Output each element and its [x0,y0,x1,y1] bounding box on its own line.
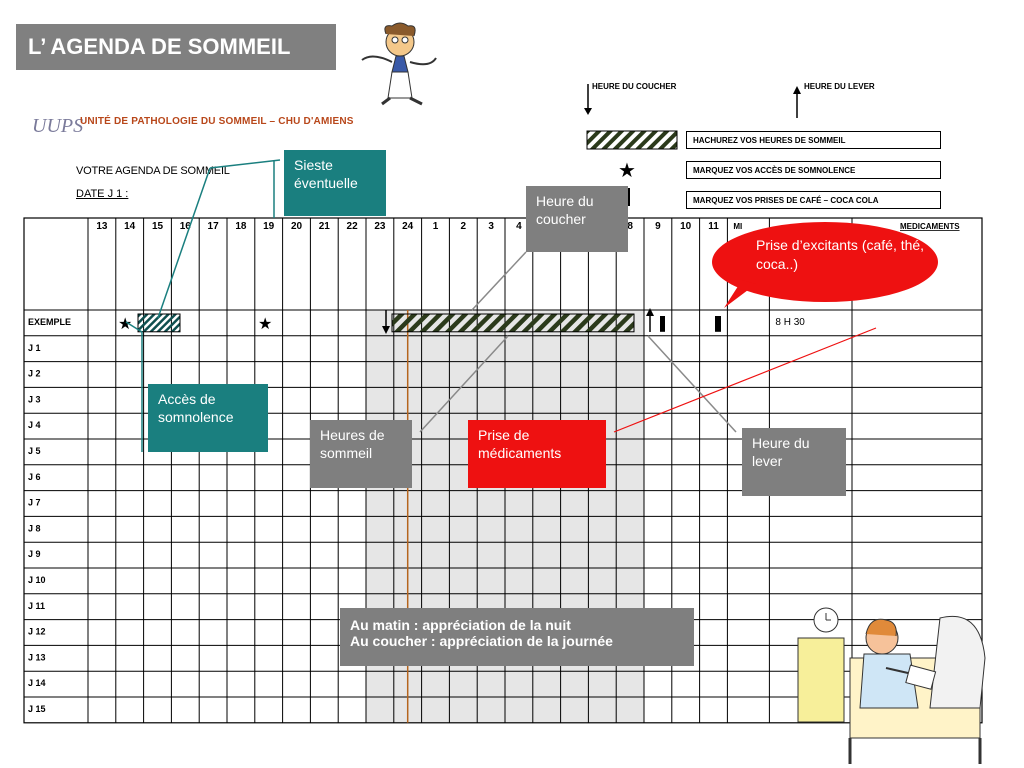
hour-label-14: 14 [124,221,136,232]
bedtime-arrow-icon [584,84,592,115]
example-bedtime-arrow-icon [382,326,390,334]
appreciation-line-2: Au coucher : appréciation de la journée [350,633,613,649]
hour-label-24: 24 [402,221,414,232]
hour-label-8: 8 [627,221,633,232]
example-coffee-mark [715,316,721,332]
row-label: J 2 [28,369,41,379]
callout-heure-coucher: Heure du coucher [526,186,628,252]
hour-label-2: 2 [461,221,467,232]
callout-medicaments: Prise de médicaments [468,420,606,488]
legend-wake: HEURE DU LEVER [804,82,875,91]
legend-coffee-mark [626,188,630,206]
hour-label-13: 13 [96,221,108,232]
row-label: J 12 [28,627,46,637]
hour-label-16: 16 [180,221,192,232]
hour-label-1: 1 [433,221,439,232]
bubble-tail [724,280,756,308]
legend-star-icon: ★ [618,160,636,182]
hour-label-18: 18 [235,221,247,232]
example-star-icon: ★ [258,316,272,333]
row-label: J 1 [28,343,41,353]
appreciation-line-1: Au matin : appréciation de la nuit [350,617,571,633]
row-label: J 8 [28,523,41,533]
hour-label-20: 20 [291,221,303,232]
row-label: J 3 [28,394,41,404]
callout-sieste: Sieste éventuelle [284,150,386,216]
brand-line: UNITÉ DE PATHOLOGIE DU SOMMEIL – CHU D'A… [80,116,354,127]
hour-label-19: 19 [263,221,275,232]
example-star-icon: ★ [118,316,132,333]
hour-label-11: 11 [708,221,719,232]
agenda-label: VOTRE AGENDA DE SOMMEIL [76,165,230,177]
row-label: J 9 [28,549,41,559]
hour-label-15: 15 [152,221,164,232]
row-label: J 15 [28,704,46,714]
date-label: DATE J 1 : [76,188,129,200]
callout-heures-sommeil: Heures de sommeil [310,420,412,488]
hour-label-10: 10 [680,221,692,232]
row-label: J 7 [28,498,41,508]
legend-bedtime: HEURE DU COUCHER [592,82,677,91]
row-label: J 14 [28,678,46,688]
header-mi: MI [733,222,742,231]
row-label: J 6 [28,472,41,482]
callout-acces-somnolence: Accès de somnolence [148,384,268,452]
slide-title: L’ AGENDA DE SOMMEIL [16,24,336,70]
legend-hatch-swatch [586,130,678,150]
example-sleep-value: 8 H 30 [775,317,805,328]
hour-label-21: 21 [319,221,331,232]
legend-item-somnolence: MARQUEZ VOS ACCÈS DE SOMNOLENCE [686,161,941,179]
hour-label-17: 17 [208,221,220,232]
example-sleep-hatch [391,313,635,333]
row-label: J 4 [28,420,41,430]
row-label: J 10 [28,575,46,585]
legend-item-coffee: MARQUEZ VOS PRISES DE CAFÉ – COCA COLA [686,191,941,209]
legend-item-sleep: HACHUREZ VOS HEURES DE SOMMEIL [686,131,941,149]
boy-in-bed-illustration [797,607,986,764]
callout-heure-lever: Heure du lever [742,428,846,496]
row-label: EXEMPLE [28,317,71,327]
hour-label-23: 23 [374,221,386,232]
hour-label-22: 22 [347,221,359,232]
row-label: J 13 [28,652,46,662]
doctor-illustration [361,22,437,106]
example-coffee-mark [660,316,665,332]
wake-arrow-icon [793,86,801,118]
hour-label-9: 9 [655,221,661,232]
header-medicaments: MEDICAMENTS [900,222,960,231]
callout-excitants-bubble: Prise d’excitants (café, thé, coca..) [712,222,938,302]
appreciation-box: Au matin : appréciation de la nuit Au co… [340,608,694,666]
row-label: J 11 [28,601,45,611]
row-label: J 5 [28,446,41,456]
hour-label-3: 3 [488,221,494,232]
example-wake-arrow-icon [646,308,654,316]
hour-label-4: 4 [516,221,522,232]
